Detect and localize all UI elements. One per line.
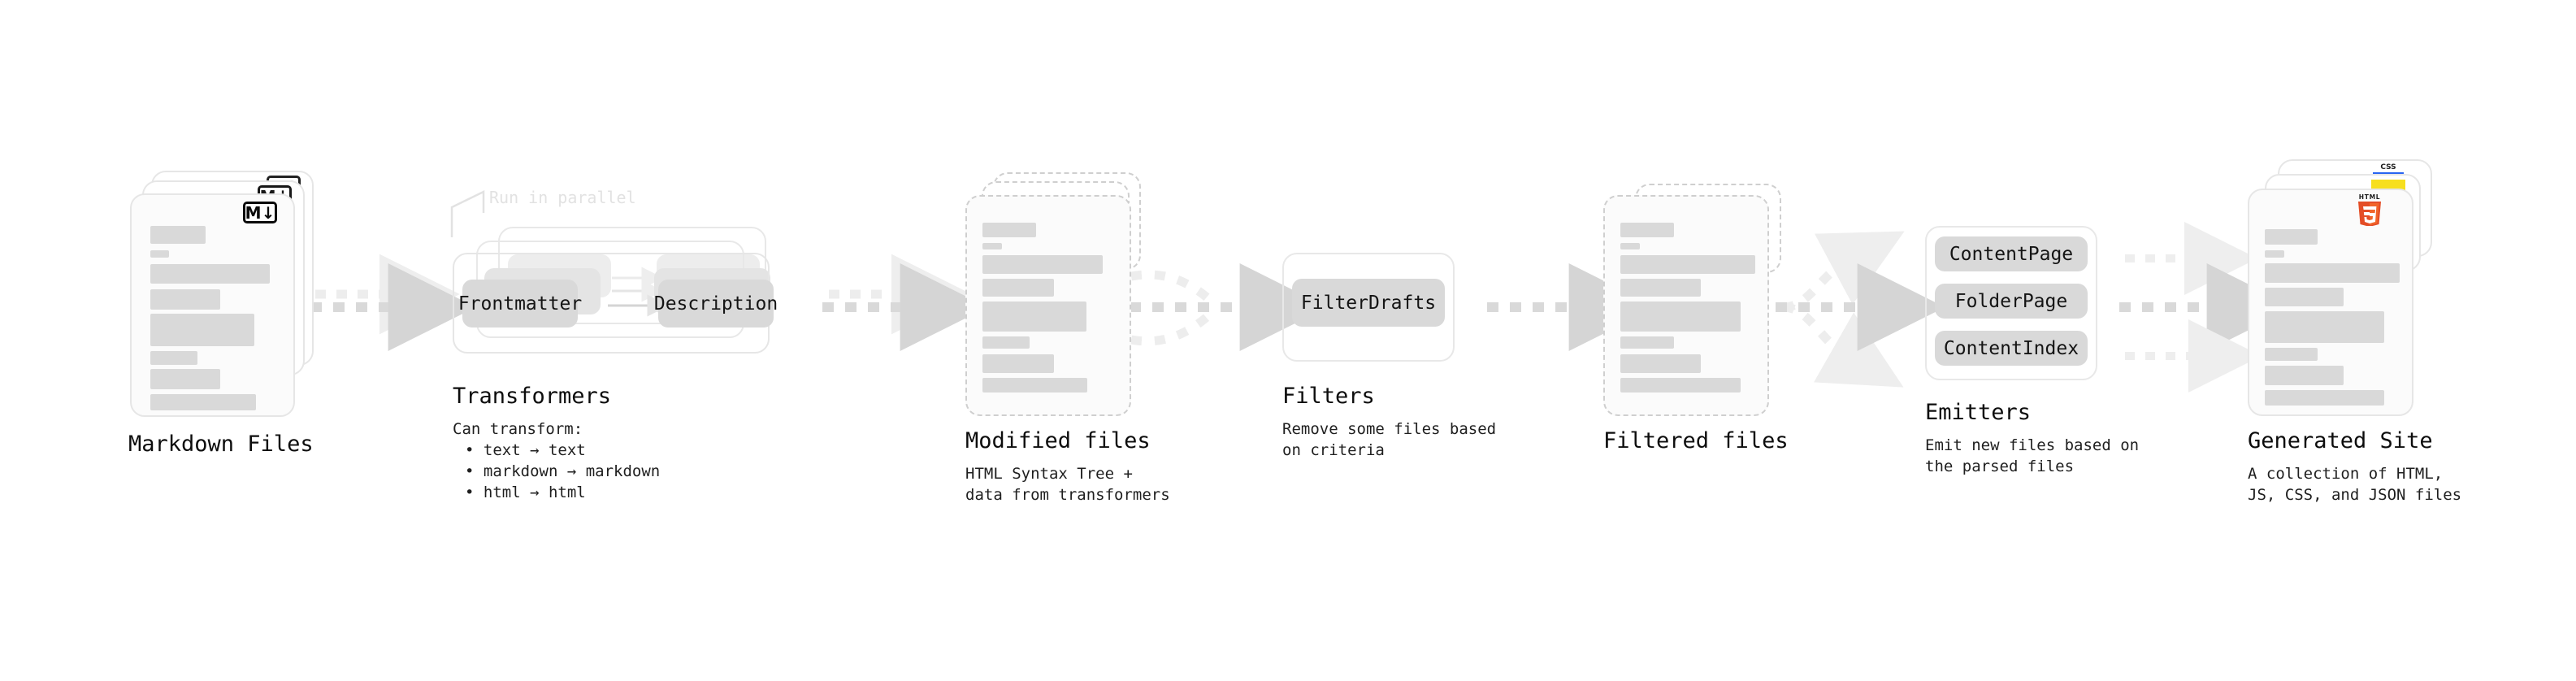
stage-title-emitters: Emitters	[1925, 400, 2032, 425]
transformer-chip-frontmatter[interactable]: Frontmatter	[458, 280, 582, 327]
placeholder-bar	[150, 250, 169, 258]
placeholder-bar	[2265, 390, 2384, 406]
generated-site-description-line-1: JS, CSS, and JSON files	[2248, 486, 2462, 504]
svg-text:HTML: HTML	[2359, 193, 2380, 201]
run-in-parallel-label: Run in parallel	[489, 188, 636, 207]
markdown-logo-icon: M↓	[243, 202, 277, 223]
placeholder-bar	[982, 255, 1103, 274]
placeholder-bar	[982, 243, 1002, 249]
placeholder-bar	[982, 279, 1054, 297]
filters-description-line-0: Remove some files based	[1282, 420, 1497, 438]
emitters-chip-contentindex[interactable]: ContentIndex	[1935, 331, 2088, 366]
modified-card-front	[965, 195, 1131, 416]
connector-modified-to-filters	[1130, 263, 1328, 351]
emitters-chip-folderpage[interactable]: FolderPage	[1935, 284, 2088, 319]
run-in-parallel-bracket	[450, 190, 485, 237]
placeholder-bar	[1620, 243, 1640, 249]
emitters-description-line-1: the parsed files	[1925, 458, 2075, 475]
placeholder-bar	[150, 314, 254, 346]
stage-title-generated-site: Generated Site	[2248, 428, 2433, 453]
stage-title-transformers: Transformers	[453, 384, 612, 409]
placeholder-bar	[2265, 348, 2318, 361]
site-card-front	[2248, 189, 2413, 416]
placeholder-bar	[982, 223, 1036, 237]
placeholder-bar	[982, 354, 1054, 373]
placeholder-bar	[2265, 250, 2284, 258]
connector-markdown-to-transformers	[310, 254, 476, 351]
placeholder-bar	[1620, 223, 1674, 237]
filtered-card-front	[1603, 195, 1769, 416]
transformers-bullet-0: • text → text	[465, 441, 586, 459]
placeholder-bar	[150, 264, 270, 284]
placeholder-bar	[2265, 288, 2344, 306]
filters-description-line-1: on criteria	[1282, 441, 1385, 459]
connector-filtered-to-emitters	[1776, 231, 1945, 388]
transformer-chip-description[interactable]: Description	[654, 280, 778, 327]
placeholder-bar	[150, 226, 206, 244]
placeholder-bar	[150, 289, 220, 310]
html5-badge-icon: HTML	[2358, 193, 2381, 226]
emitters-description-line-0: Emit new files based on	[1925, 436, 2140, 454]
stage-title-filters: Filters	[1282, 384, 1375, 409]
filters-chip-filterdrafts[interactable]: FilterDrafts	[1292, 279, 1445, 327]
generated-site-description-line-0: A collection of HTML,	[2248, 465, 2444, 483]
connector-transformers-to-modified	[822, 254, 988, 351]
placeholder-bar	[2265, 366, 2344, 385]
placeholder-bar	[1620, 279, 1701, 297]
connector-emitters-to-site	[2119, 222, 2295, 393]
modified-files-description-line-1: data from transformers	[965, 486, 1170, 504]
transformers-description: Can transform:	[453, 420, 583, 438]
markdown-card-front	[130, 193, 295, 417]
placeholder-bar	[2265, 229, 2318, 245]
filters-card	[1282, 253, 1455, 362]
placeholder-bar	[1620, 354, 1701, 373]
placeholder-bar	[150, 394, 256, 410]
placeholder-bar	[1620, 255, 1755, 274]
placeholder-bar	[1620, 301, 1741, 332]
placeholder-bar	[982, 336, 1030, 349]
transformers-bullet-2: • html → html	[465, 484, 586, 501]
stage-title-markdown-files: Markdown Files	[128, 432, 314, 457]
placeholder-bar	[150, 351, 197, 365]
placeholder-bar	[1620, 378, 1741, 393]
modified-files-description-line-0: HTML Syntax Tree +	[965, 465, 1133, 483]
placeholder-bar	[982, 301, 1086, 332]
emitters-card	[1925, 226, 2097, 380]
placeholder-bar	[982, 378, 1087, 393]
emitters-chip-contentpage[interactable]: ContentPage	[1935, 236, 2088, 271]
transformers-bullet-1: • markdown → markdown	[465, 462, 661, 480]
stage-title-filtered-files: Filtered files	[1603, 428, 1789, 453]
css3-badge-label: CSS	[2380, 163, 2396, 171]
placeholder-bar	[2265, 263, 2400, 283]
placeholder-bar	[1620, 336, 1674, 349]
stage-title-modified-files: Modified files	[965, 428, 1151, 453]
placeholder-bar	[150, 369, 220, 389]
placeholder-bar	[2265, 311, 2384, 343]
